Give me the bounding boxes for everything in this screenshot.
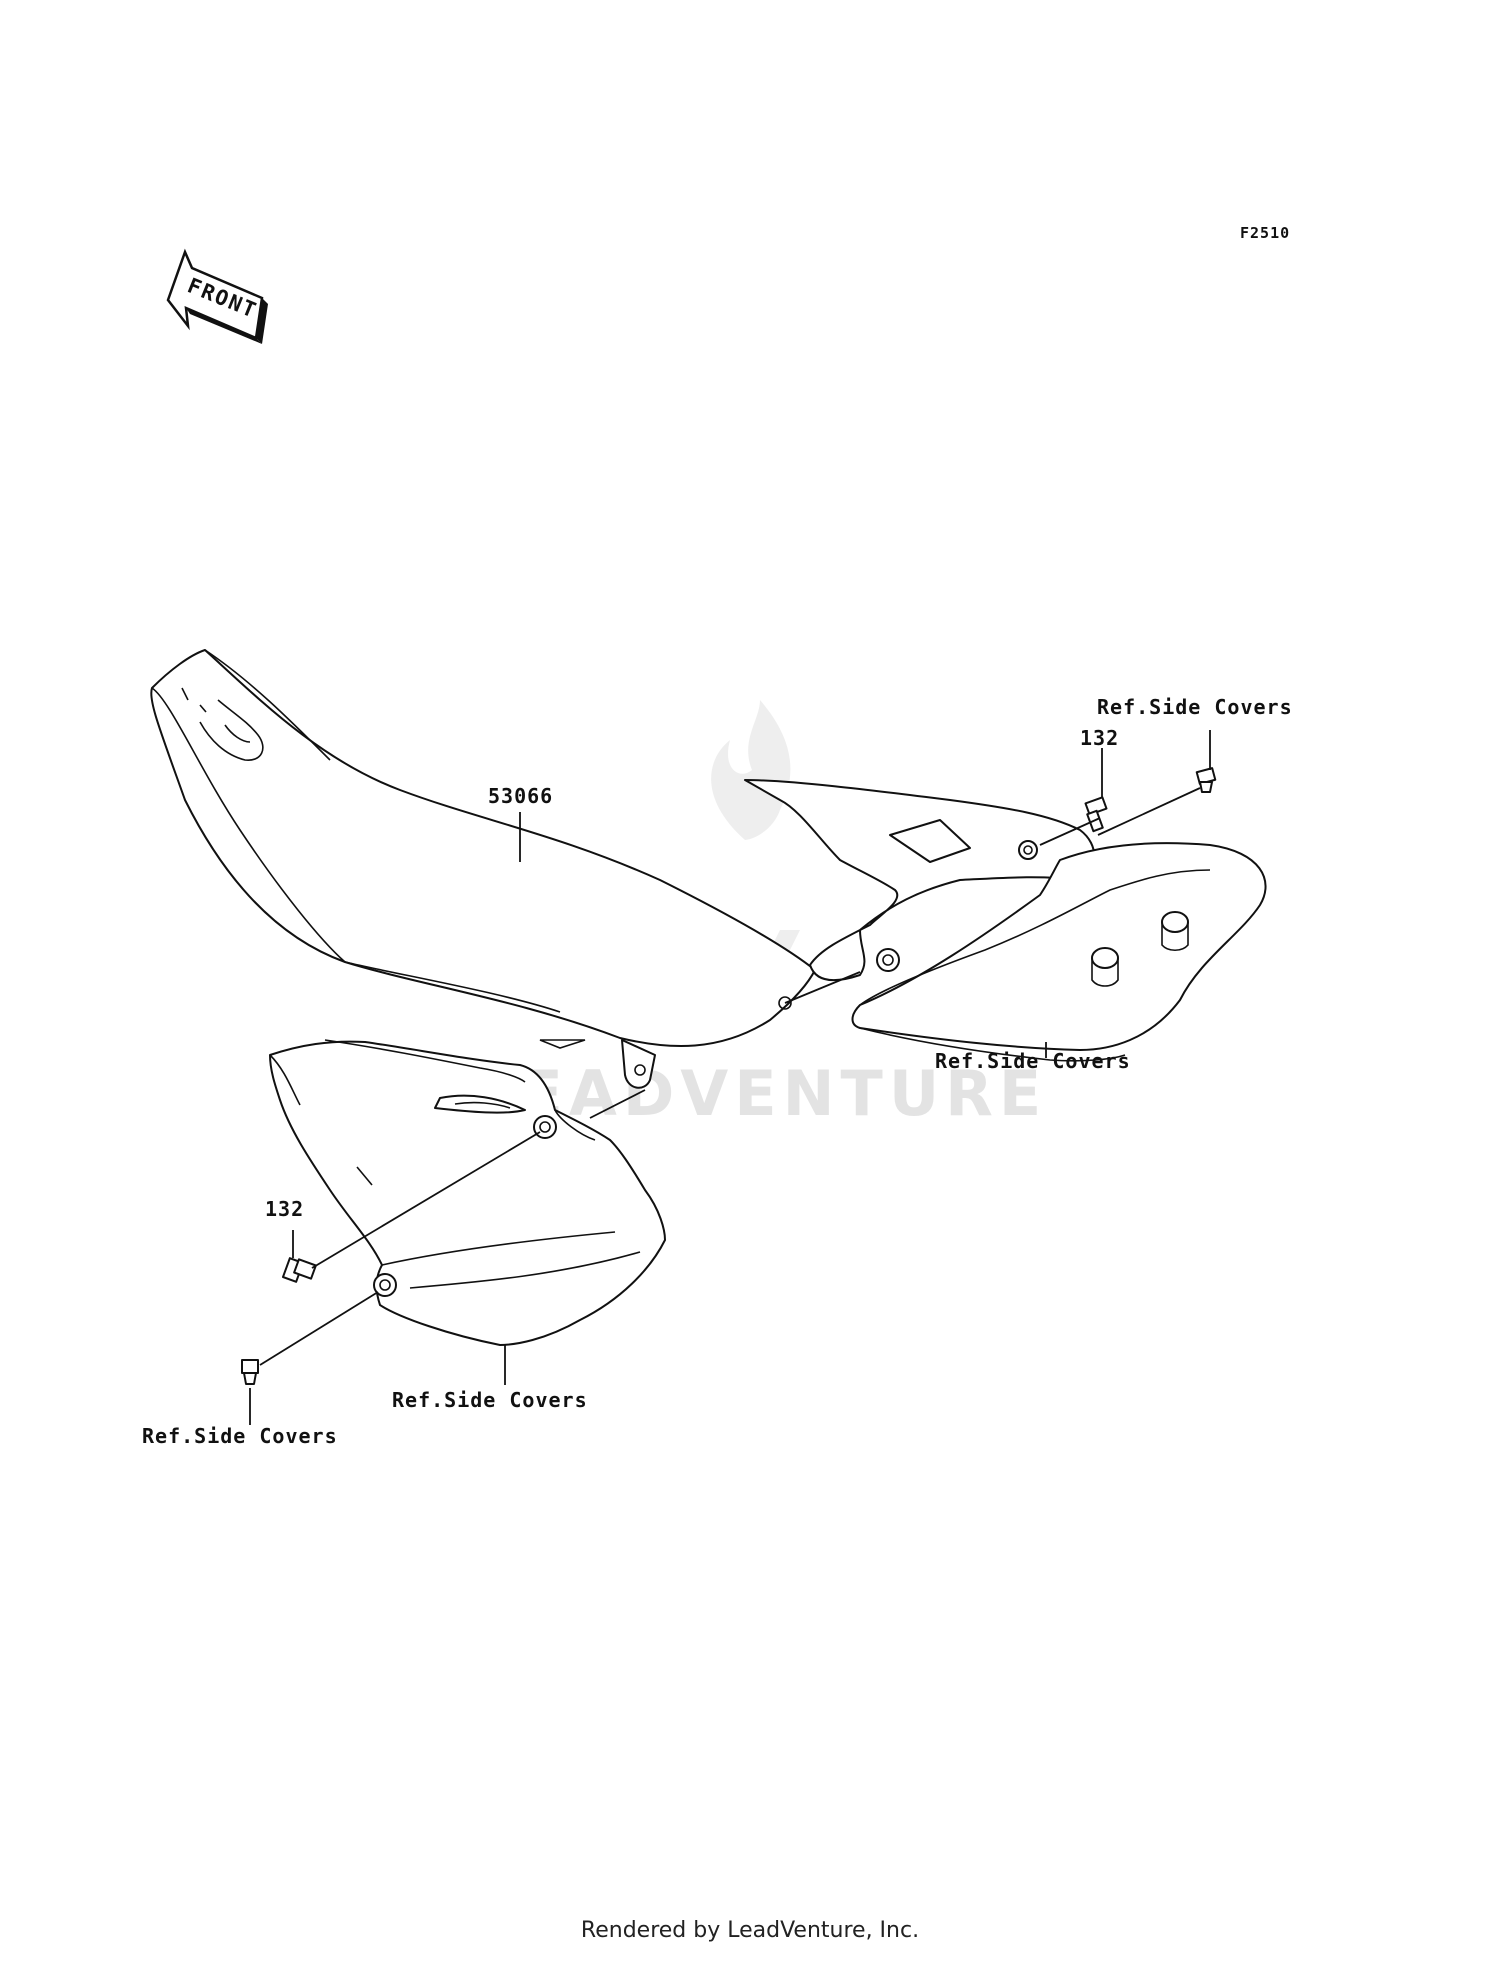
callout-bolt-right: 132: [1080, 726, 1119, 750]
right-side-cover: [744, 779, 1267, 1062]
callout-seat: 53066: [488, 784, 553, 808]
bolt-left-icon: [282, 1257, 317, 1283]
clip-top-right-icon: [1195, 767, 1217, 793]
callout-ref-mid-right: Ref.Side Covers: [935, 1049, 1131, 1073]
callout-bolt-left: 132: [265, 1197, 304, 1221]
footer-credit: Rendered by LeadVenture, Inc.: [580, 1918, 920, 1943]
bolt-right-icon: [1084, 796, 1108, 833]
callout-ref-bottom-mid: Ref.Side Covers: [392, 1388, 588, 1412]
front-arrow-icon: FRONT: [166, 248, 268, 344]
leader-lines: [249, 730, 1211, 1425]
callout-ref-top-right: Ref.Side Covers: [1097, 695, 1293, 719]
figure-code: F2510: [1240, 224, 1290, 242]
clip-bottom-left-icon: [241, 1359, 259, 1385]
callout-ref-bottom-left: Ref.Side Covers: [142, 1424, 338, 1448]
seat-part: [150, 649, 816, 1089]
